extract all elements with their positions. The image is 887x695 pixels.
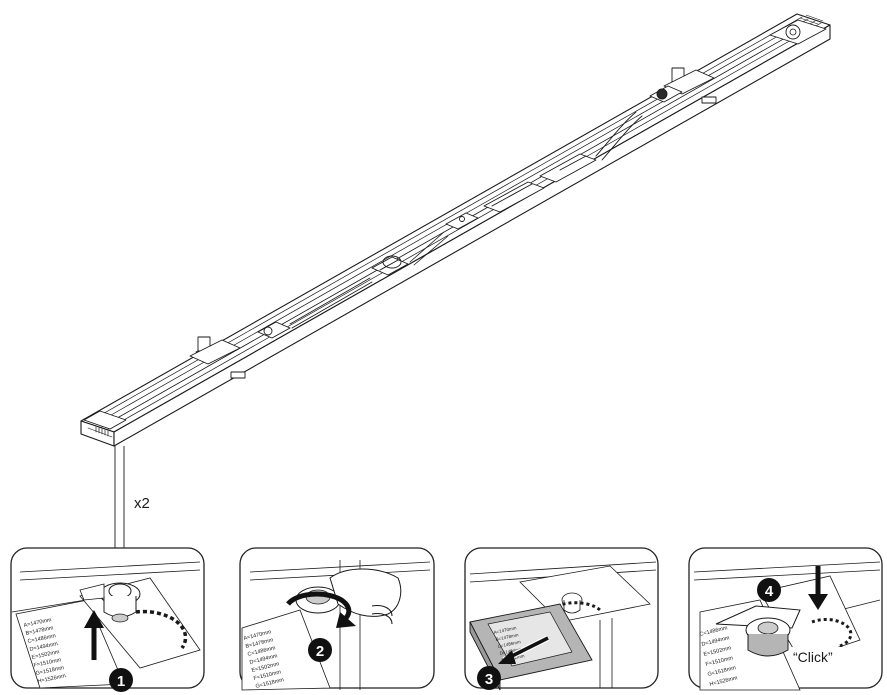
step-panel-4: C=1486mm D=1494mm E=1502mm F=1510mm G=15… [688,547,883,691]
svg-text:1: 1 [117,673,125,690]
end-cap-right [769,14,827,45]
belt-guide-left [289,277,373,329]
bracket-right [663,67,717,104]
belt-guide-right [409,231,449,266]
step-panel-3: A=1470mm B=1478mm C=1486mm D=1494mm E=15… [464,547,659,691]
svg-text:B=1478mm: B=1478mm [25,625,54,637]
svg-text:2: 2 [316,643,324,660]
svg-text:G=1518mm: G=1518mm [35,665,65,677]
runner-mid [371,255,409,276]
step-badge-2: 2 [308,638,332,662]
belt-loop [595,111,637,157]
svg-text:F=1510mm: F=1510mm [33,657,62,669]
svg-text:A=1470mm: A=1470mm [23,617,52,629]
svg-text:E=1502mm: E=1502mm [31,649,60,661]
step-badge-3: 3 [477,666,501,690]
curtain-track [80,13,831,447]
step-badge-1: 1 [109,668,133,692]
pull-out-tray [469,603,593,691]
svg-text:D=1494mm: D=1494mm [29,641,59,653]
rotate-arrow-icon [286,591,356,628]
end-cap-left [83,410,127,438]
master-carrier-1 [445,212,479,230]
runner-right [649,85,683,103]
scale-card-3 [487,611,573,667]
master-carrier-2 [483,181,545,213]
scale-card-2 [241,609,331,691]
leader-lines [114,446,125,548]
svg-text:B=1478mm: B=1478mm [495,632,519,642]
bracket-left [189,336,246,379]
step-panel-1: A=1470mm B=1478mm C=1486mm D=1494mm E=15… [10,547,205,692]
click-callout: “Click” [793,649,833,665]
arrow-pull-icon [498,635,550,664]
svg-text:C=1486mm: C=1486mm [497,639,521,649]
svg-text:C=1486mm: C=1486mm [27,633,57,645]
arrow-down-icon [808,566,828,610]
master-carrier-3 [539,153,597,183]
step-badge-4: 4 [757,578,781,602]
scale-card-1-text: A=1470mm B=1478mm C=1486mm D=1494mm E=15… [23,617,67,685]
quantity-label: x2 [134,495,150,512]
svg-text:A=1470mm: A=1470mm [493,625,517,635]
track-side-face [113,24,831,447]
svg-text:4: 4 [765,583,774,600]
runner-left [257,321,291,339]
svg-text:3: 3 [485,671,493,688]
svg-text:H=1526mm: H=1526mm [37,673,67,685]
step-panel-2: A=1470mm B=1478mm C=1486mm D=1494mm E=15… [239,547,435,691]
arrow-up-icon [84,610,104,660]
